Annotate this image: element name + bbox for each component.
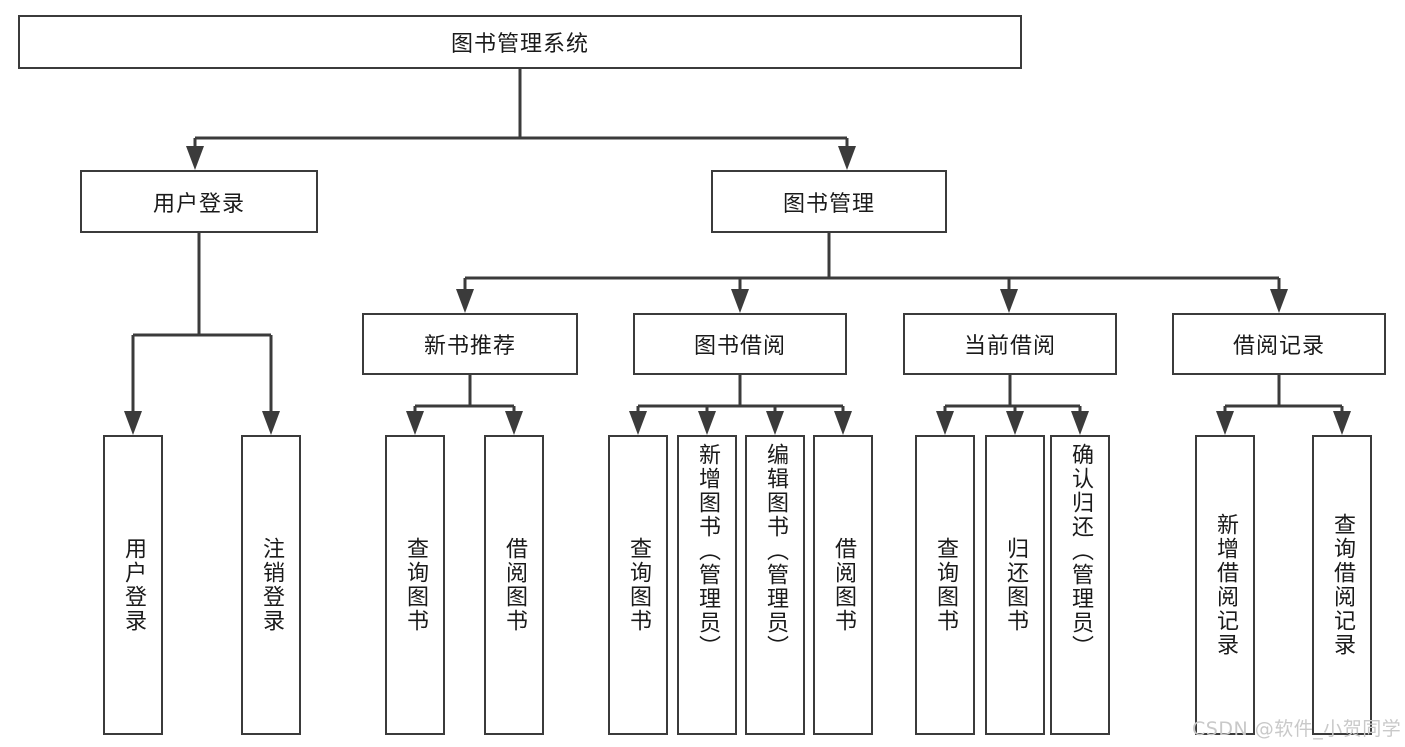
leaf-label: 查询图书: [403, 537, 428, 633]
arrow-head-icon: [834, 411, 852, 435]
arrow-head-icon: [1216, 411, 1234, 435]
arrow-head-icon: [766, 411, 784, 435]
arrow-head-icon: [456, 289, 474, 313]
node-book-management[interactable]: 图书管理: [711, 170, 947, 233]
leaf-label: 新增借阅记录: [1213, 513, 1238, 657]
leaf-logout[interactable]: 注销登录: [241, 435, 301, 735]
leaf-user-login[interactable]: 用户登录: [103, 435, 163, 735]
leaf-query-book-recommend[interactable]: 查询图书: [385, 435, 445, 735]
arrow-head-icon: [1006, 411, 1024, 435]
arrow-head-icon: [838, 146, 856, 170]
arrow-head-icon: [186, 146, 204, 170]
leaf-label: 查询图书: [626, 537, 651, 633]
node-system-root[interactable]: 图书管理系统: [18, 15, 1022, 69]
arrow-head-icon: [262, 411, 280, 435]
arrow-head-icon: [1000, 289, 1018, 313]
leaf-query-book-current[interactable]: 查询图书: [915, 435, 975, 735]
arrow-head-icon: [406, 411, 424, 435]
arrow-head-icon: [124, 411, 142, 435]
leaf-label: 借阅图书: [831, 537, 856, 633]
node-label: 新书推荐: [423, 334, 516, 359]
node-label: 图书管理: [782, 191, 875, 217]
leaf-confirm-return-admin[interactable]: 确认归还（管理员）: [1050, 435, 1110, 735]
leaf-label: 注销登录: [259, 537, 284, 633]
node-borrow-records[interactable]: 借阅记录: [1172, 313, 1386, 375]
arrow-head-icon: [936, 411, 954, 435]
leaf-query-book-borrow[interactable]: 查询图书: [608, 435, 668, 735]
leaf-label: 编辑图书（管理员）: [763, 443, 788, 659]
node-new-book-recommend[interactable]: 新书推荐: [362, 313, 578, 375]
watermark-text: CSDN @软件_小贺同学: [1192, 718, 1402, 740]
leaf-label: 新增图书（管理员）: [695, 443, 720, 659]
leaf-borrow-book[interactable]: 借阅图书: [813, 435, 873, 735]
arrow-head-icon: [629, 411, 647, 435]
leaf-return-book[interactable]: 归还图书: [985, 435, 1045, 735]
leaf-edit-book-admin[interactable]: 编辑图书（管理员）: [745, 435, 805, 735]
leaf-label: 归还图书: [1003, 537, 1028, 633]
arrow-head-icon: [505, 411, 523, 435]
node-current-borrow[interactable]: 当前借阅: [903, 313, 1117, 375]
node-book-borrow[interactable]: 图书借阅: [633, 313, 847, 375]
leaf-borrow-book-recommend[interactable]: 借阅图书: [484, 435, 544, 735]
leaf-add-book-admin[interactable]: 新增图书（管理员）: [677, 435, 737, 735]
arrow-head-icon: [698, 411, 716, 435]
leaf-label: 查询借阅记录: [1330, 513, 1355, 657]
node-label: 图书管理系统: [450, 32, 589, 57]
node-user-login[interactable]: 用户登录: [80, 170, 318, 233]
leaf-label: 确认归还（管理员）: [1068, 443, 1093, 659]
arrow-head-icon: [1071, 411, 1089, 435]
node-label: 当前借阅: [963, 334, 1056, 359]
arrow-head-icon: [1333, 411, 1351, 435]
leaf-query-borrow-record[interactable]: 查询借阅记录: [1312, 435, 1372, 735]
leaf-label: 用户登录: [121, 537, 146, 633]
leaf-add-borrow-record[interactable]: 新增借阅记录: [1195, 435, 1255, 735]
arrow-head-icon: [731, 289, 749, 313]
node-label: 用户登录: [152, 191, 245, 217]
leaf-label: 查询图书: [933, 537, 958, 633]
node-label: 借阅记录: [1232, 334, 1325, 359]
arrow-head-icon: [1270, 289, 1288, 313]
node-label: 图书借阅: [693, 334, 786, 359]
leaf-label: 借阅图书: [502, 537, 527, 633]
